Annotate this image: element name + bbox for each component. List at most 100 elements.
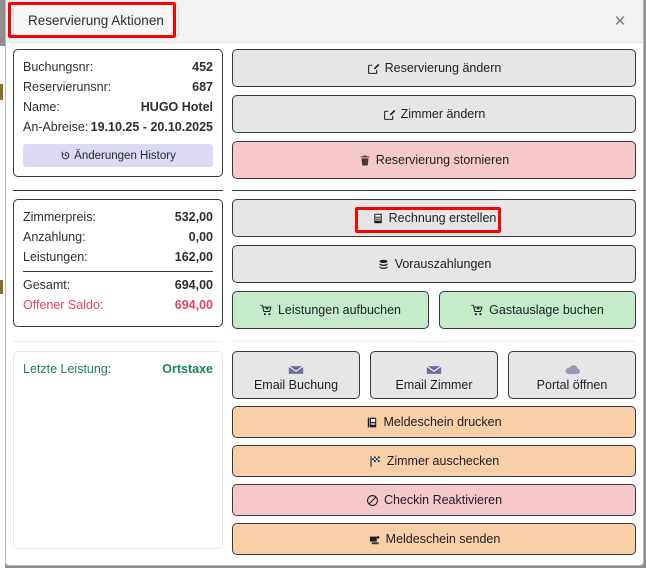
info-label: Buchungsnr: xyxy=(23,60,94,74)
changes-history-label: Änderungen History xyxy=(74,149,176,162)
communication-actions-stack: Email Buchung Email Zimmer xyxy=(232,351,636,555)
section-finance: Zimmerpreis: 532,00 Anzahlung: 0,00 Leis… xyxy=(6,191,643,329)
checkout-room-button[interactable]: Zimmer auschecken xyxy=(232,445,636,477)
changes-history-button[interactable]: Änderungen History xyxy=(23,144,213,167)
divider-right xyxy=(232,190,636,191)
finance-row-room-price: Zimmerpreis: 532,00 xyxy=(23,207,213,227)
section-reservation: Buchungsnr: 452 Reservierunsnr: 687 Name… xyxy=(6,43,643,179)
finance-value: 162,00 xyxy=(174,250,213,264)
send-registration-form-button[interactable]: Meldeschein senden xyxy=(232,523,636,555)
info-value: 19.10.25 - 20.10.2025 xyxy=(90,120,213,134)
cancel-reservation-button[interactable]: Reservierung stornieren xyxy=(232,141,636,179)
divider-left xyxy=(13,341,223,342)
finance-label: Anzahlung: xyxy=(23,230,86,244)
button-label: Checkin Reaktivieren xyxy=(383,493,503,507)
finance-row-services: Leistungen: 162,00 xyxy=(23,247,213,267)
info-row-name: Name: HUGO Hotel xyxy=(23,97,213,117)
email-room-button[interactable]: Email Zimmer xyxy=(370,351,498,399)
button-label: Rechnung erstellen xyxy=(388,211,497,225)
background-page-edge xyxy=(0,46,5,568)
button-label: Zimmer auschecken xyxy=(386,454,500,468)
info-label: Name: xyxy=(23,100,60,114)
envelope-icon xyxy=(288,364,304,376)
info-row-booking-no: Buchungsnr: 452 xyxy=(23,57,213,77)
info-value: 452 xyxy=(192,60,213,74)
button-label: Meldeschein drucken xyxy=(383,415,502,429)
button-label: Email Buchung xyxy=(253,377,339,392)
finance-value: 0,00 xyxy=(188,230,213,244)
finance-label: Offener Saldo: xyxy=(23,298,104,312)
edit-pencil-icon xyxy=(367,62,380,75)
page-title: Reservierung Aktionen xyxy=(28,12,164,28)
button-label: Leistungen aufbuchen xyxy=(277,303,402,317)
edit-room-button[interactable]: Zimmer ändern xyxy=(232,95,636,133)
flag-checkered-icon xyxy=(369,455,382,468)
info-row-arrival-departure: An-Abreise: 19.10.25 - 20.10.2025 xyxy=(23,117,213,137)
section-divider-2 xyxy=(6,341,643,342)
last-service-row: Letzte Leistung: Ortstaxe xyxy=(23,359,213,379)
last-service-label: Letzte Leistung: xyxy=(23,362,112,376)
finance-label: Leistungen: xyxy=(23,250,88,264)
address-book-icon xyxy=(366,416,378,429)
button-label: Vorauszahlungen xyxy=(394,257,492,271)
reservation-info-column: Buchungsnr: 452 Reservierunsnr: 687 Name… xyxy=(13,49,223,179)
invoice-icon xyxy=(372,212,384,225)
finance-rule xyxy=(23,271,213,272)
reservation-info-card: Buchungsnr: 452 Reservierunsnr: 687 Name… xyxy=(13,49,223,177)
info-value: 687 xyxy=(192,80,213,94)
finance-label: Gesamt: xyxy=(23,278,71,292)
book-services-button[interactable]: Leistungen aufbuchen xyxy=(232,291,429,329)
envelope-icon xyxy=(426,364,442,376)
finance-row-total: Gesamt: 694,00 xyxy=(23,275,213,295)
email-booking-button[interactable]: Email Buchung xyxy=(232,351,360,399)
reactivate-checkin-button[interactable]: Checkin Reaktivieren xyxy=(232,484,636,516)
finance-value: 532,00 xyxy=(174,210,213,224)
edit-reservation-button[interactable]: Reservierung ändern xyxy=(232,49,636,87)
history-clock-icon xyxy=(60,150,71,161)
cart-plus-icon xyxy=(260,304,273,317)
finance-value: 694,00 xyxy=(174,298,213,312)
primary-actions-stack: Reservierung ändern Zimmer ändern xyxy=(232,49,636,179)
last-service-value: Ortstaxe xyxy=(162,362,213,376)
finance-row-open-balance: Offener Saldo: 694,00 xyxy=(23,295,213,315)
section-communication: Letzte Leistung: Ortstaxe xyxy=(6,342,643,555)
button-label: Portal öffnen xyxy=(536,377,608,392)
button-label: Reservierung ändern xyxy=(384,61,502,75)
cloud-icon xyxy=(564,364,581,376)
info-value: HUGO Hotel xyxy=(140,100,213,114)
background-accent-mark xyxy=(0,84,3,100)
background-strip xyxy=(0,0,7,568)
print-registration-form-button[interactable]: Meldeschein drucken xyxy=(232,406,636,438)
cart-plus-icon xyxy=(471,304,484,317)
divider-left xyxy=(13,190,223,191)
book-guest-expense-button[interactable]: Gastauslage buchen xyxy=(439,291,636,329)
send-stack-icon xyxy=(368,533,381,546)
button-label: Meldeschein senden xyxy=(385,532,501,546)
email-actions-row: Email Buchung Email Zimmer xyxy=(232,351,636,399)
booking-actions-row: Leistungen aufbuchen xyxy=(232,291,636,329)
create-invoice-button[interactable]: Rechnung erstellen xyxy=(232,199,636,237)
button-label: Reservierung stornieren xyxy=(375,153,510,167)
edit-pencil-icon xyxy=(383,108,396,121)
dialog-title-tab[interactable]: Reservierung Aktionen xyxy=(13,4,179,36)
last-service-card: Letzte Leistung: Ortstaxe xyxy=(13,351,223,549)
billing-actions-column: Rechnung erstellen Vorauszahlungen xyxy=(223,199,636,329)
finance-label: Zimmerpreis: xyxy=(23,210,96,224)
button-label: Zimmer ändern xyxy=(400,107,486,121)
dialog-header: Reservierung Aktionen ✕ xyxy=(6,0,643,43)
open-portal-button[interactable]: Portal öffnen xyxy=(508,351,636,399)
background-accent-mark-2 xyxy=(0,280,3,294)
close-icon[interactable]: ✕ xyxy=(610,11,630,31)
info-row-reservation-no: Reservierunsnr: 687 xyxy=(23,77,213,97)
prepayments-button[interactable]: Vorauszahlungen xyxy=(232,245,636,283)
trash-icon xyxy=(359,154,371,167)
info-label: An-Abreise: xyxy=(23,120,89,134)
finance-row-deposit: Anzahlung: 0,00 xyxy=(23,227,213,247)
button-label: Gastauslage buchen xyxy=(489,303,604,317)
finance-value: 694,00 xyxy=(174,278,213,292)
coins-stack-icon xyxy=(377,258,390,271)
billing-actions-stack: Rechnung erstellen Vorauszahlungen xyxy=(232,199,636,329)
communication-actions-column: Email Buchung Email Zimmer xyxy=(223,351,636,555)
last-service-column: Letzte Leistung: Ortstaxe xyxy=(13,351,223,555)
divider-right xyxy=(232,341,636,342)
